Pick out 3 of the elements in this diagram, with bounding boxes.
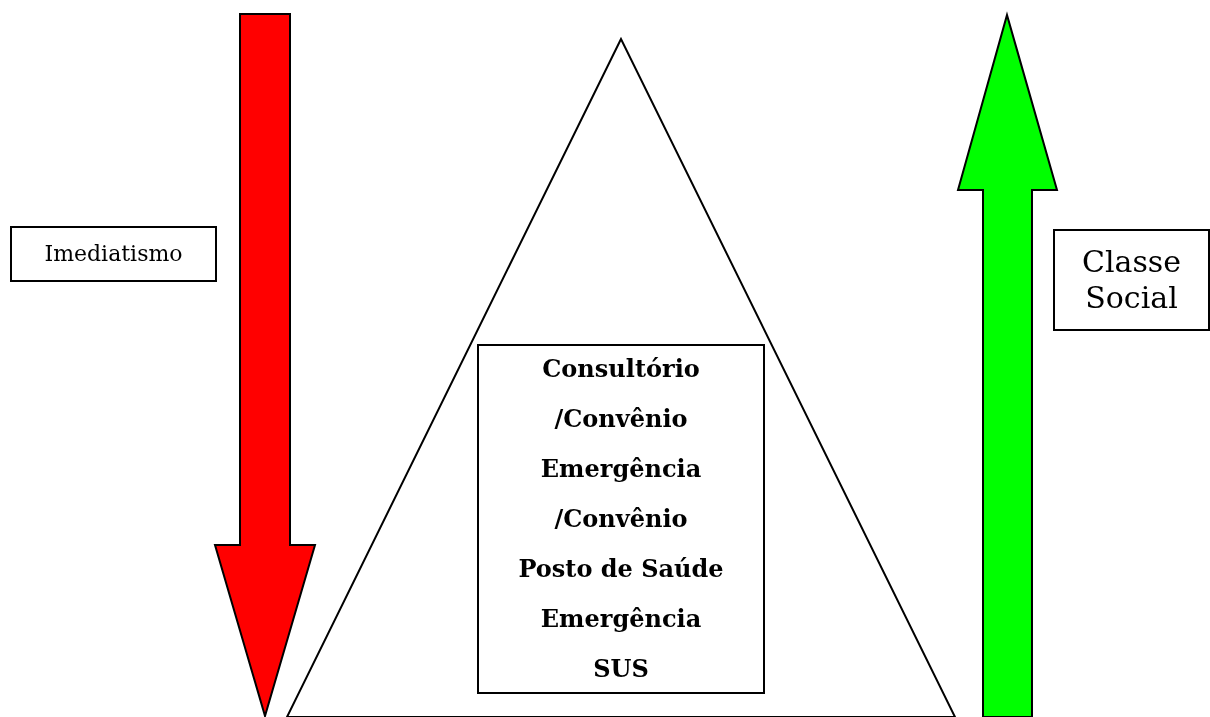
text-box: Imediatismo (10, 226, 217, 282)
text-box: Consultório /Convênio Emergência /Convênio Posto de Saúde Emergência SUS (477, 344, 765, 694)
text-box: Classe Social (1053, 229, 1210, 331)
